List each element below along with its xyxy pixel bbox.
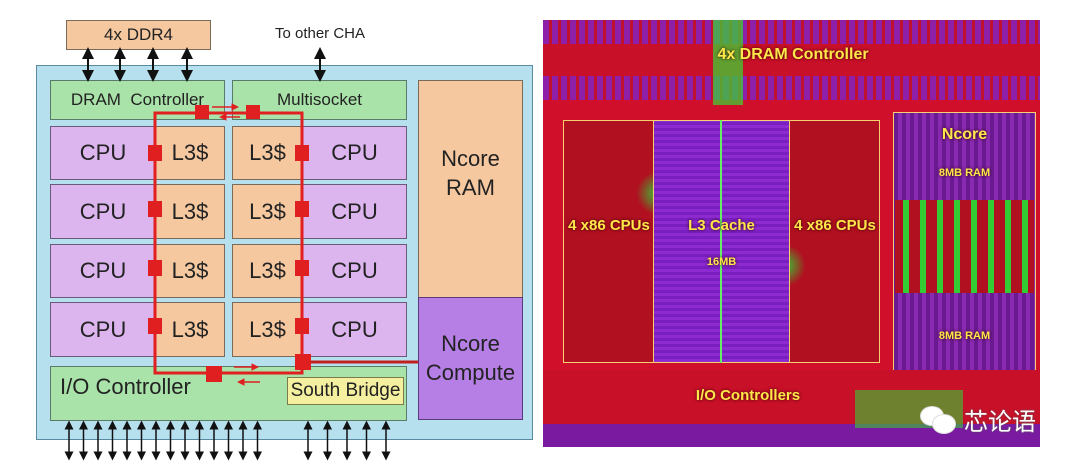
ram-bottom-label: 8MB RAM: [938, 330, 991, 342]
cpu: CPU: [302, 126, 407, 180]
left-cpus-label: 4 x86 CPUs: [568, 217, 650, 234]
l3-cache: L3$: [155, 244, 225, 298]
l3-cache: L3$: [232, 184, 303, 239]
green-trace: [713, 20, 743, 105]
l3-cache: L3$: [232, 244, 303, 298]
cpu: CPU: [50, 126, 156, 180]
l3-label: L3 Cache: [688, 217, 755, 234]
l3-cache: L3$: [232, 126, 303, 180]
ncore-compute-array: [895, 200, 1034, 293]
die-photo: 4x DRAM Controller 4 x86 CPUs L3 Cache 1…: [543, 20, 1040, 447]
ncore-compute: Ncore Compute: [418, 297, 523, 420]
l3-cache: L3$: [232, 302, 303, 357]
right-cpus-label: 4 x86 CPUs: [794, 217, 876, 234]
cpu: CPU: [302, 302, 407, 357]
watermark-text: 芯论语: [964, 409, 1036, 436]
wechat-icon: [920, 405, 958, 434]
other-cha-label: To other CHA: [274, 24, 366, 42]
l3-cache: L3$: [155, 302, 225, 357]
cpu: CPU: [50, 244, 156, 298]
ring-stops: [148, 105, 311, 382]
south-bridge: South Bridge: [287, 377, 404, 405]
ncore-ram: Ncore RAM: [418, 80, 523, 298]
io-controller: [50, 366, 407, 421]
cpu: CPU: [302, 184, 407, 239]
io-green: [693, 390, 963, 428]
io-label: I/O Controllers: [695, 387, 801, 404]
l3-cache: L3$: [155, 184, 225, 239]
ddr-arrows: [82, 47, 326, 82]
ncore-label: Ncore: [941, 126, 988, 143]
cpu: CPU: [302, 244, 407, 298]
dram-label: 4x DRAM Controller: [717, 46, 869, 63]
io-controller-label: I/O Controller: [60, 374, 191, 399]
l3-cache: L3$: [155, 126, 225, 180]
io-pin-arrows: [64, 420, 391, 461]
cpu: CPU: [50, 302, 156, 357]
dram-band: [543, 44, 1040, 76]
ram-top-label: 8MB RAM: [938, 167, 991, 179]
watermark: 芯论语: [920, 402, 1036, 437]
ddr4-box: 4x DDR4: [66, 20, 211, 50]
l3-trace: [720, 120, 722, 363]
l3-size-label: 16MB: [706, 256, 737, 268]
ring-bus: [148, 103, 418, 386]
cpu: CPU: [50, 184, 156, 239]
